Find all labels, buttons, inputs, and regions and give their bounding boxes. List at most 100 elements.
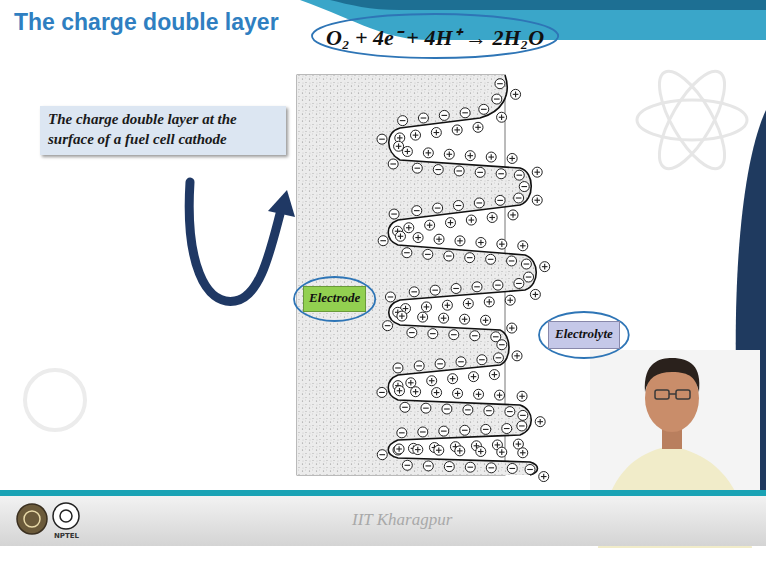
negative-charge: [456, 357, 466, 367]
positive-charge: [532, 195, 542, 205]
positive-charge: [505, 295, 515, 305]
positive-charge: [439, 313, 449, 323]
charge-sign: [438, 447, 439, 453]
negative-charge: [507, 256, 517, 266]
positive-charge: [489, 370, 499, 380]
negative-charge: [377, 387, 387, 397]
charge-sign: [405, 465, 411, 466]
positive-charge: [511, 89, 521, 99]
charge-sign: [522, 393, 523, 399]
node-text: The charge double layer at the surface o…: [48, 110, 278, 149]
charge-sign: [415, 132, 416, 138]
charge-sign: [399, 135, 400, 141]
charge-sign: [507, 411, 513, 412]
positive-charge: [518, 448, 528, 458]
positive-charge: [507, 323, 517, 333]
charge-sign: [494, 99, 500, 100]
charge-sign: [446, 255, 452, 256]
charge-sign: [408, 225, 409, 231]
arrow-head: [268, 190, 295, 217]
negative-charge: [486, 254, 496, 264]
charge-sign: [488, 259, 494, 260]
positive-charge: [460, 314, 470, 324]
charge-sign: [379, 392, 385, 393]
charge-sign: [478, 391, 479, 397]
charge-sign: [410, 380, 411, 386]
charge-sign: [444, 408, 450, 409]
positive-charge: [421, 302, 431, 312]
positive-charge: [495, 390, 505, 400]
negative-charge: [465, 253, 475, 263]
negative-charge: [479, 104, 489, 114]
electrode-fill: [297, 75, 538, 475]
charge-sign: [462, 430, 468, 431]
footer-bar: [0, 496, 766, 546]
positive-charge: [413, 233, 423, 243]
charge-sign: [411, 291, 417, 292]
charge-sign: [398, 143, 399, 149]
footer-watermark: IIT Kharagpur: [352, 510, 452, 530]
positive-charge: [535, 417, 545, 427]
negative-charge: [389, 209, 399, 219]
iit-logo: [17, 504, 47, 534]
charge-sign: [435, 169, 441, 170]
charge-sign: [462, 112, 468, 113]
charge-sign: [416, 365, 422, 366]
positive-charge: [394, 444, 404, 454]
positive-charge: [442, 300, 452, 310]
charge-sign: [516, 175, 522, 176]
negative-charge: [409, 287, 419, 297]
charge-sign: [512, 212, 513, 218]
charge-sign: [399, 388, 400, 394]
charge-sign: [537, 169, 538, 175]
positive-charge: [434, 445, 444, 455]
negative-charge: [377, 134, 387, 144]
charge-sign: [471, 217, 472, 223]
charge-sign: [491, 154, 492, 160]
charge-sign: [390, 163, 396, 164]
charge-sign: [435, 208, 441, 209]
charge-sign: [477, 202, 483, 203]
charge-sign: [400, 120, 406, 121]
charge-sign: [407, 149, 408, 155]
negative-charge: [430, 285, 440, 295]
charge-sign: [501, 114, 502, 120]
positive-charge: [517, 391, 527, 401]
positive-charge: [487, 212, 497, 222]
charge-sign: [450, 220, 451, 226]
charge-sign: [480, 240, 481, 246]
charge-sign: [422, 314, 423, 320]
charge-sign: [421, 117, 427, 118]
charge-sign: [457, 127, 458, 133]
negative-charge: [495, 79, 505, 89]
negative-charge: [407, 328, 417, 338]
charge-sign: [391, 213, 397, 214]
positive-charge: [469, 372, 479, 382]
charge-sign: [436, 390, 437, 396]
charge-sign: [385, 325, 391, 326]
charge-sign: [458, 361, 464, 362]
charge-sign: [474, 286, 480, 287]
negative-charge: [525, 464, 535, 474]
negative-charge: [518, 410, 528, 420]
positive-charge: [425, 220, 435, 230]
curved-arrow: [189, 182, 280, 301]
positive-charge: [508, 210, 518, 220]
charge-sign: [465, 409, 471, 410]
negative-charge: [524, 272, 534, 282]
charge-sign: [520, 415, 526, 416]
presenter-glasses: [655, 390, 690, 399]
charge-sign: [404, 252, 410, 253]
charge-sign: [492, 215, 493, 221]
electrode-boundary: [388, 75, 537, 475]
charge-sign: [522, 450, 523, 456]
charge-sign: [544, 264, 545, 270]
charge-sign: [481, 109, 487, 110]
positive-charge: [411, 387, 421, 397]
charge-sign: [467, 257, 473, 258]
positive-charge: [404, 223, 414, 233]
charge-sign: [509, 260, 515, 261]
positive-charge: [518, 241, 528, 251]
charge-sign: [415, 168, 421, 169]
charge-sign: [499, 344, 505, 345]
